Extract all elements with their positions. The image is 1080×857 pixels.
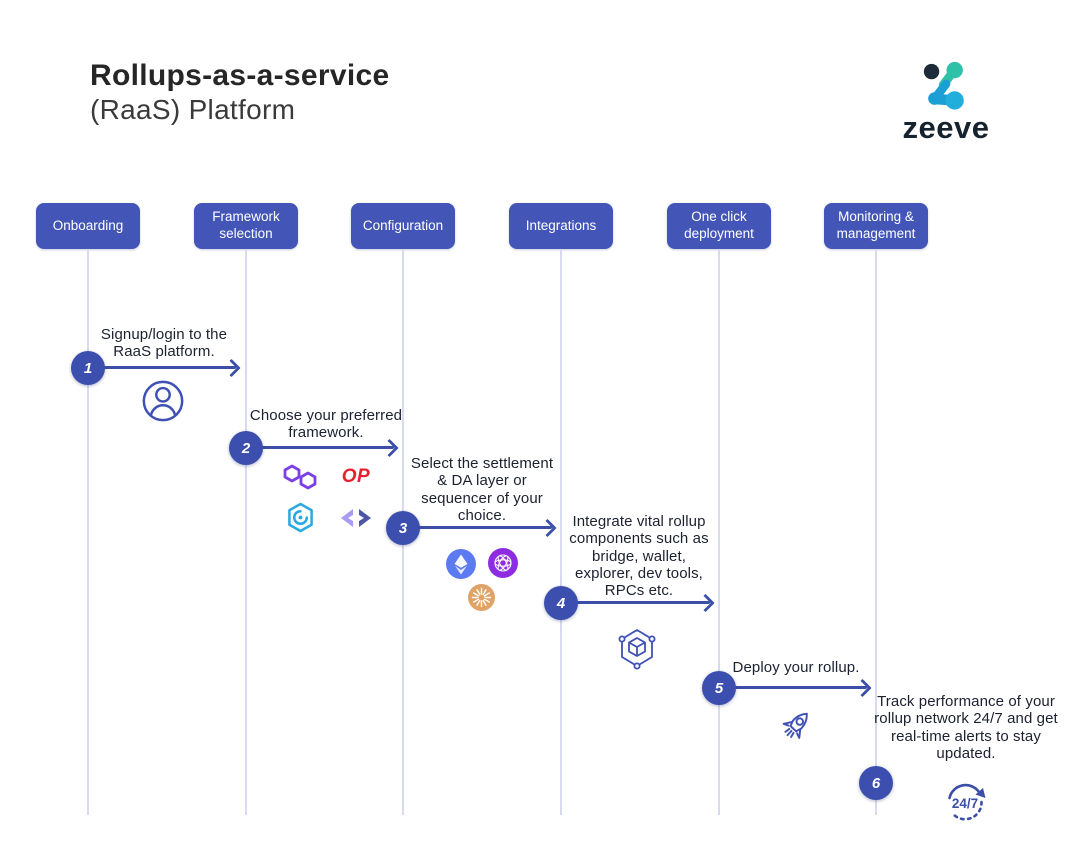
user-account-icon	[142, 380, 184, 422]
framework-logos: OP	[272, 461, 384, 535]
column-line	[560, 250, 562, 815]
op-stack-icon: OP	[341, 465, 371, 487]
column-line	[875, 250, 877, 815]
zksync-icon	[341, 508, 371, 527]
step-3-arrow	[403, 526, 552, 529]
step-3-number-badge: 3	[386, 511, 420, 545]
globe-network-icon	[488, 548, 518, 578]
column-header-framework-selection: Framework selection	[194, 203, 298, 249]
step-5-arrow	[719, 686, 867, 689]
zeeve-logo: zeeve	[898, 60, 994, 146]
polygon-icon	[283, 464, 317, 490]
zeeve-logo-icon	[923, 61, 964, 110]
column-header-configuration: Configuration	[351, 203, 455, 249]
step-4-arrow	[561, 601, 710, 604]
step-1-label: Signup/login to the RaaS platform.	[100, 326, 228, 361]
column-line	[245, 250, 247, 815]
ethereum-icon	[446, 549, 476, 579]
page-title: Rollups-as-a-service (RaaS) Platform	[90, 58, 389, 126]
rollup-components-icon	[618, 629, 656, 670]
hexagon-chain-icon	[287, 502, 313, 533]
column-header-monitoring-management: Monitoring & management	[824, 203, 928, 249]
svg-text:24/7: 24/7	[952, 796, 978, 811]
sunburst-icon	[468, 584, 495, 611]
step-1-number-badge: 1	[71, 351, 105, 385]
step-5-number-badge: 5	[702, 671, 736, 705]
step-4-number-badge: 4	[544, 586, 578, 620]
step-6-label: Track performance of your rollup network…	[874, 693, 1058, 762]
step-5-label: Deploy your rollup.	[732, 659, 860, 676]
step-3-label: Select the settlement & DA layer or sequ…	[410, 455, 554, 524]
column-line	[87, 250, 89, 815]
step-2-number-badge: 2	[229, 431, 263, 465]
page-title-line1: Rollups-as-a-service	[90, 59, 390, 92]
column-line	[718, 250, 720, 815]
rocket-icon	[782, 712, 808, 739]
step-6-number-badge: 6	[859, 766, 893, 800]
column-header-integrations: Integrations	[509, 203, 613, 249]
step-2-arrow	[246, 446, 394, 449]
step-2-label: Choose your preferred framework.	[249, 407, 403, 442]
monitoring-247-icon: 24/7	[948, 783, 986, 821]
step-4-label: Integrate vital rollup components such a…	[569, 513, 709, 599]
column-header-one-click-deployment: One click deployment	[667, 203, 771, 249]
column-header-onboarding: Onboarding	[36, 203, 140, 249]
step-1-arrow	[88, 366, 236, 369]
page-title-line2: (RaaS) Platform	[90, 94, 296, 126]
zeeve-wordmark: zeeve	[902, 110, 990, 145]
